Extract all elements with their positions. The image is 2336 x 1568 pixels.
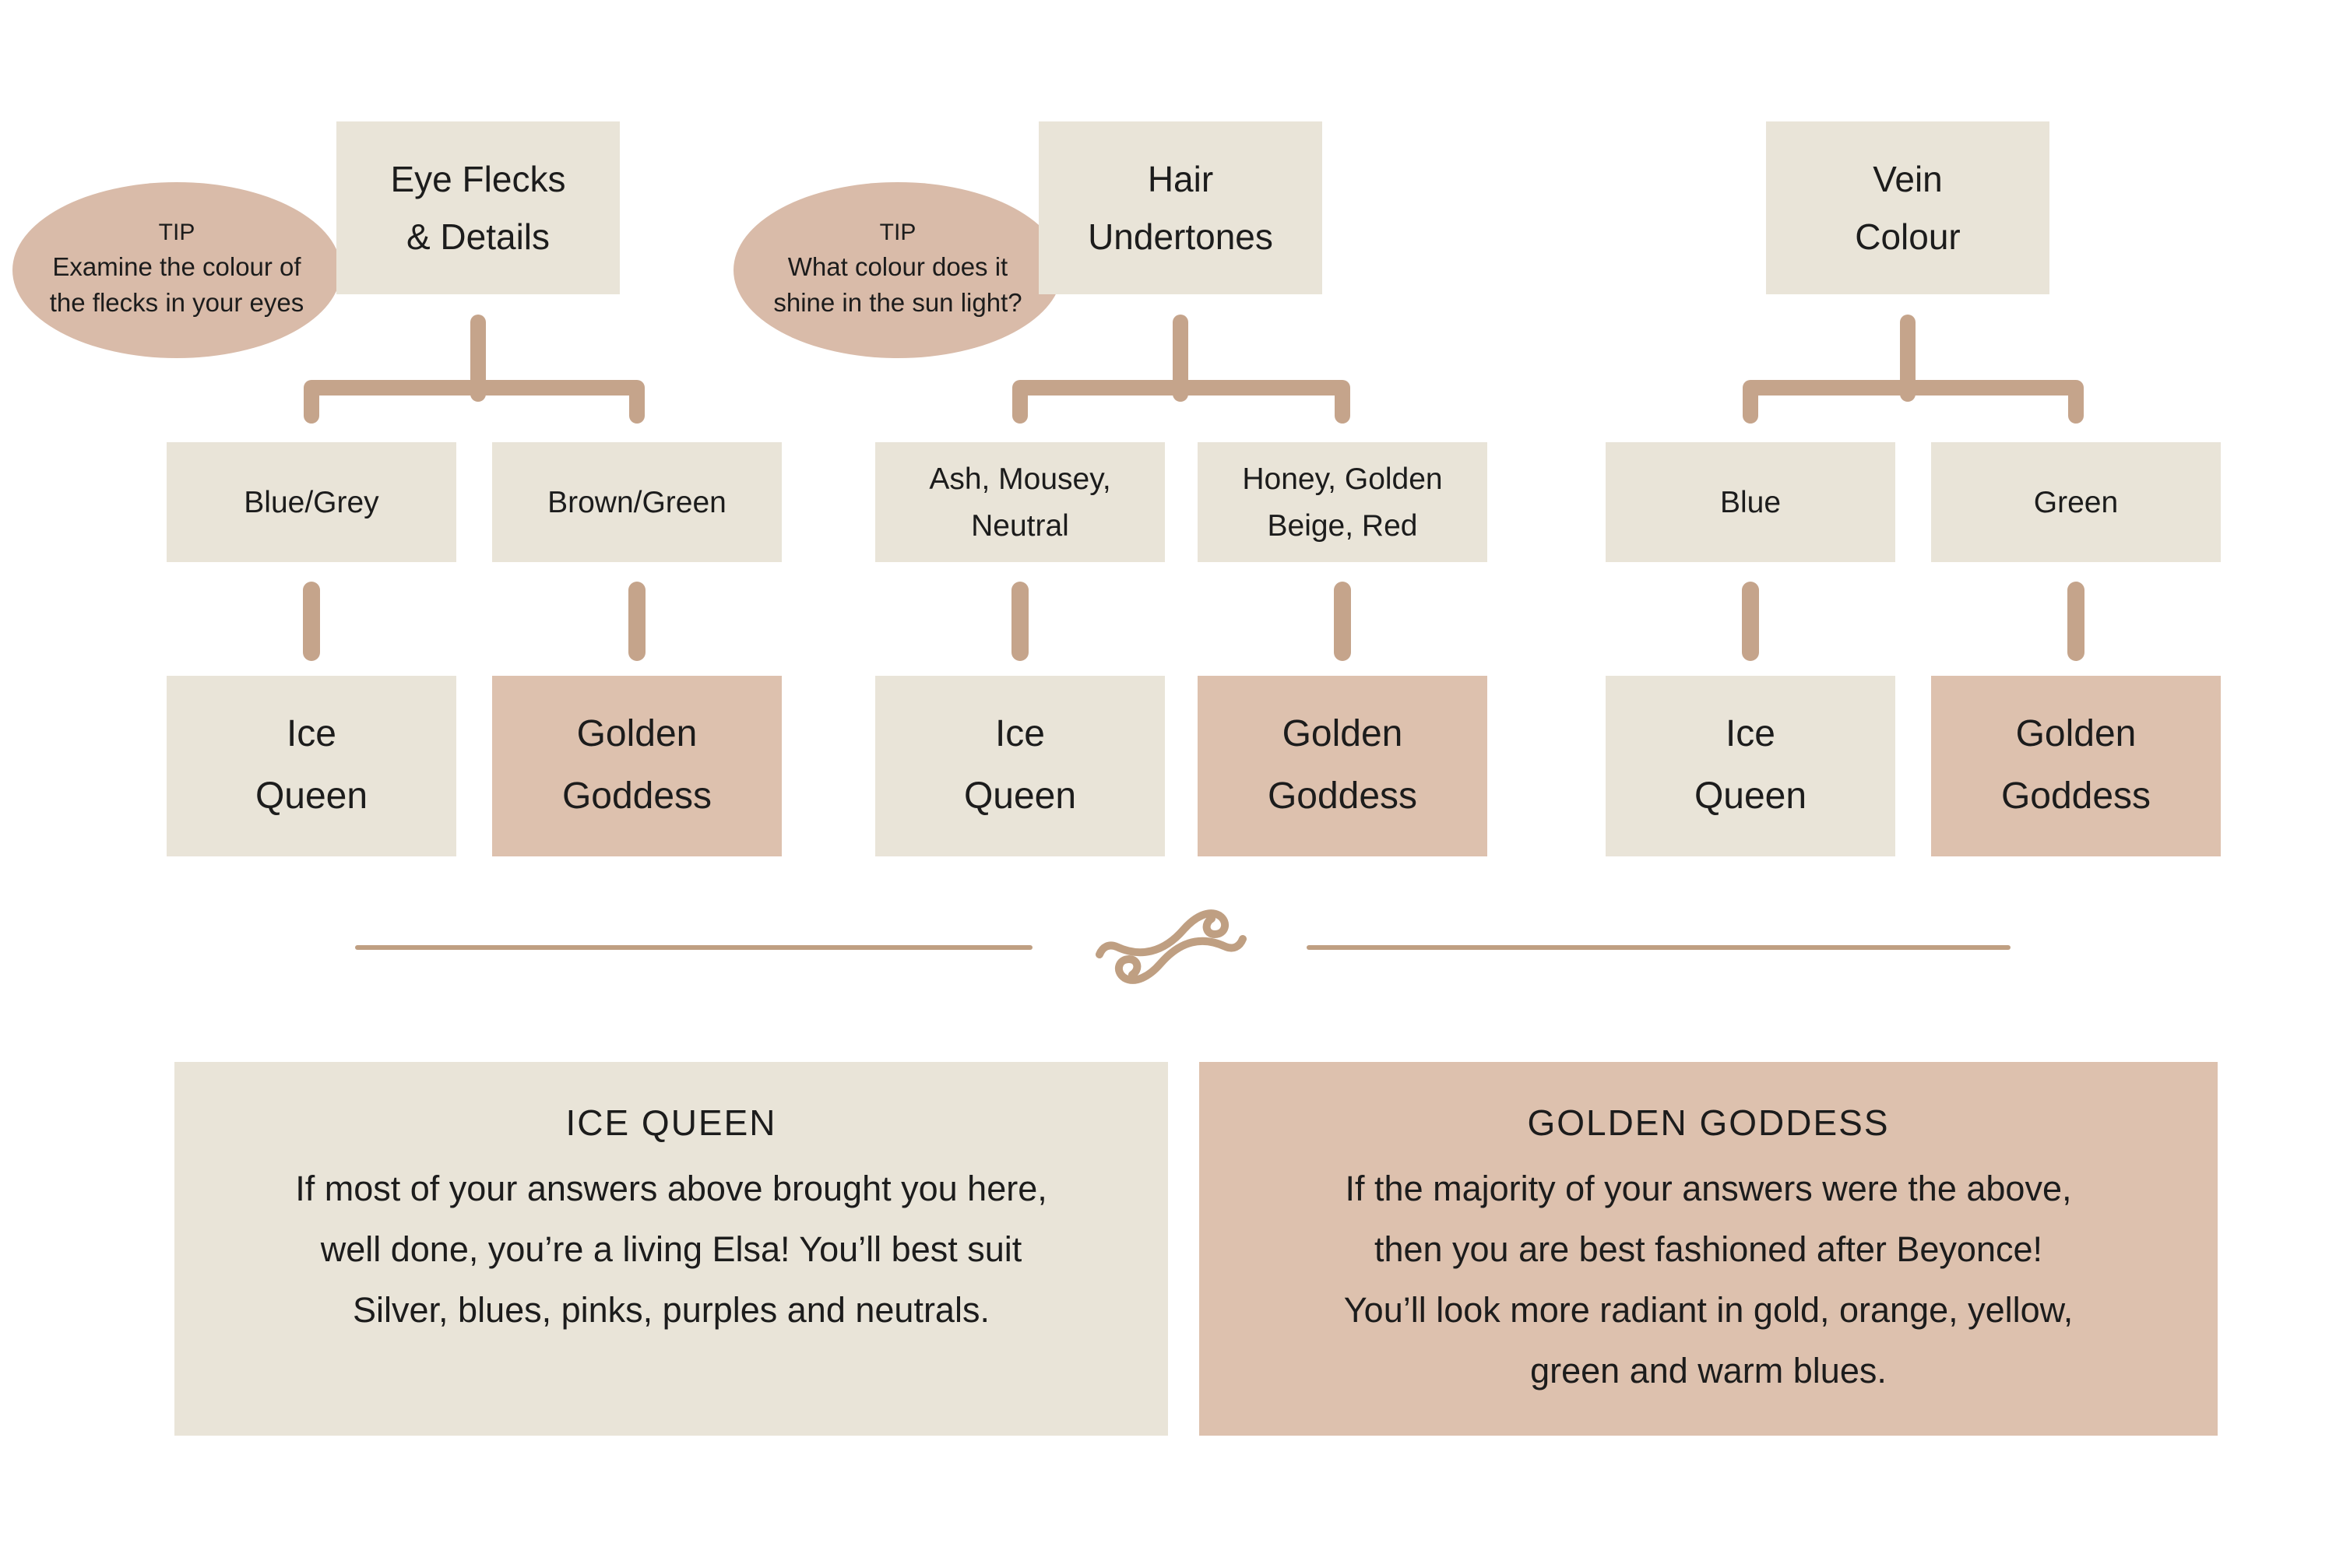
- panel-body-golden-goddess: If the majority of your answers were the…: [1343, 1169, 2074, 1390]
- option-box-honey-golden-beige-red: Honey, Golden Beige, Red: [1198, 442, 1487, 562]
- panel-heading-golden-goddess: GOLDEN GODDESS: [1527, 1102, 1890, 1143]
- tip-bubble-hair: TIP What colour does it shine in the sun…: [734, 182, 1062, 358]
- tip-label: TIP: [879, 219, 916, 245]
- result-box-golden-goddess: Golden Goddess: [1198, 676, 1487, 856]
- panel-ice-queen: ICE QUEEN If most of your answers above …: [174, 1062, 1168, 1436]
- question-box-hair-undertones: Hair Undertones: [1039, 121, 1322, 294]
- question-box-eye-flecks: Eye Flecks & Details: [336, 121, 620, 294]
- divider-line-left: [355, 945, 1033, 950]
- tip-label: TIP: [158, 219, 195, 245]
- result-box-ice-queen: Ice Queen: [875, 676, 1165, 856]
- result-box-ice-queen: Ice Queen: [1606, 676, 1895, 856]
- option-box-blue-grey: Blue/Grey: [167, 442, 456, 562]
- tip-text: Examine the colour of the flecks in your…: [49, 253, 304, 317]
- option-box-blue: Blue: [1606, 442, 1895, 562]
- question-box-vein-colour: Vein Colour: [1766, 121, 2049, 294]
- result-box-golden-goddess: Golden Goddess: [492, 676, 782, 856]
- panel-golden-goddess: GOLDEN GODDESS If the majority of your a…: [1199, 1062, 2218, 1436]
- panel-body-ice-queen: If most of your answers above brought yo…: [295, 1169, 1047, 1330]
- branch-bracket-hair: [1012, 380, 1350, 424]
- option-box-brown-green: Brown/Green: [492, 442, 782, 562]
- branch-bracket-vein: [1743, 380, 2084, 424]
- panel-heading-ice-queen: ICE QUEEN: [565, 1102, 777, 1143]
- tip-text: What colour does it shine in the sun lig…: [773, 253, 1022, 317]
- divider-line-right: [1307, 945, 2011, 950]
- branch-bracket-eye: [304, 380, 645, 424]
- calligraphic-flourish-icon: [1096, 909, 1247, 984]
- result-box-golden-goddess: Golden Goddess: [1931, 676, 2221, 856]
- option-box-ash-mousey-neutral: Ash, Mousey, Neutral: [875, 442, 1165, 562]
- option-box-green: Green: [1931, 442, 2221, 562]
- tip-bubble-eye-flecks: TIP Examine the colour of the flecks in …: [12, 182, 341, 358]
- result-box-ice-queen: Ice Queen: [167, 676, 456, 856]
